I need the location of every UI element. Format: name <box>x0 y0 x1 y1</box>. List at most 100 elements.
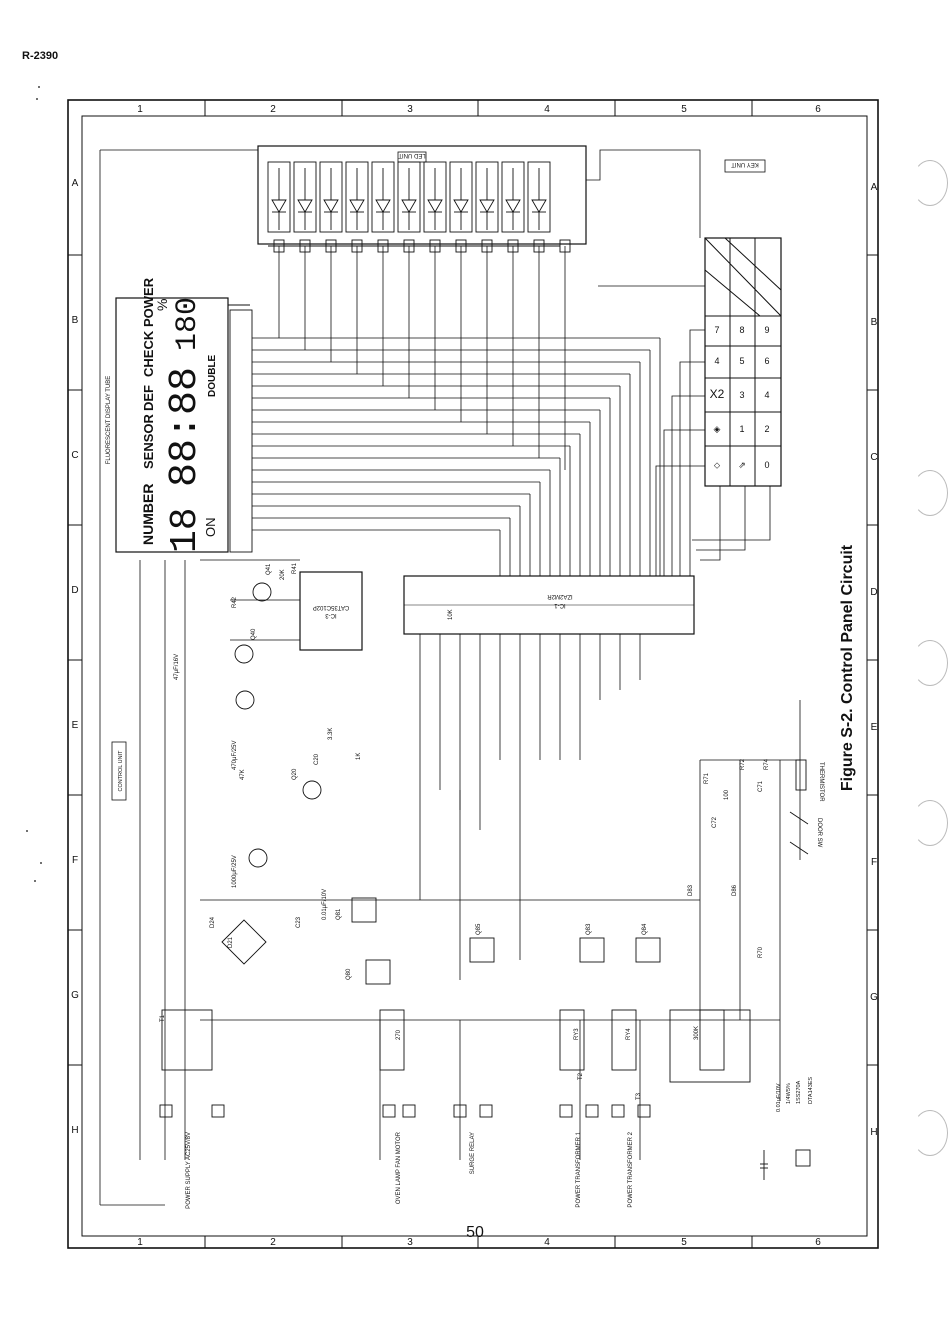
bridge-rectifier <box>221 919 267 965</box>
control-unit-title: CONTROL UNIT <box>118 750 124 792</box>
binder-hole <box>912 1110 948 1156</box>
col-label-bottom: 4 <box>544 1237 550 1248</box>
speck <box>36 98 38 100</box>
display-digits-main: 88:88 <box>163 367 208 487</box>
led-unit-title-box: LED UNIT <box>397 151 427 163</box>
label-val: 470μF/25V <box>232 741 238 770</box>
column-labels: 1 2 3 4 5 6 1 2 3 4 5 6 <box>137 104 821 1248</box>
row-label-left: B <box>72 315 79 326</box>
row-label-left: C <box>71 450 78 461</box>
door-switch-label: DOOR SW <box>816 818 822 848</box>
row-label-right: C <box>870 452 877 463</box>
led-cell <box>319 161 343 233</box>
label-q83: Q83 <box>586 923 592 935</box>
ic1-part: IZA2M2R <box>547 593 573 599</box>
terminal-oven-lamp: OVEN LAMP FAN MOTOR <box>396 1131 402 1204</box>
symbol-legend: 0.01μF/10V 1/4W5% 1SS270A DTA143ES <box>760 1077 814 1180</box>
row-labels: A B C D E F G H A B C D E F G H <box>71 178 878 1138</box>
terminal-power-supply: POWER SUPPLY AC25V/8V <box>186 1132 192 1209</box>
label-q80: Q80 <box>346 968 352 980</box>
display-word-number: NUMBER <box>140 484 156 545</box>
label-r41: R41 <box>292 562 298 574</box>
row-label-right: H <box>870 1127 877 1138</box>
svg-text:3: 3 <box>739 390 744 400</box>
label-val: 47K <box>240 769 246 780</box>
label-t3: T3 <box>636 1092 642 1100</box>
legend-transistor: DTA143ES <box>808 1077 814 1104</box>
label-ry4: RY4 <box>626 1028 632 1040</box>
display-word-sensor: SENSOR <box>141 413 156 469</box>
display-digits-left: 18 <box>164 507 207 553</box>
binder-hole <box>912 640 948 686</box>
legend-cap: 0.01μF/10V <box>776 1083 782 1112</box>
key-unit-title: KEY UNIT <box>731 161 759 167</box>
display-segments: NUMBER SENSOR DEF CHECK POWER 18 88:88 1… <box>140 277 218 553</box>
row-label-right: F <box>871 857 877 868</box>
display-word-on: ON <box>203 518 218 538</box>
col-label-top: 5 <box>681 104 687 115</box>
led-cell <box>449 161 473 233</box>
row-label-left: E <box>72 720 79 731</box>
led-cell <box>501 161 525 233</box>
label-t1: T1 <box>160 1014 166 1022</box>
label-val: 10K <box>448 609 454 620</box>
label-q85: Q85 <box>476 923 482 935</box>
terminal-blocks <box>159 1104 651 1118</box>
label-r70: R70 <box>758 946 764 958</box>
ic1-label: IC-1 <box>554 602 566 608</box>
svg-text:5: 5 <box>739 356 744 366</box>
model-number: R-2390 <box>22 50 59 62</box>
figure-caption: Figure S-2. Control Panel Circuit <box>839 544 856 791</box>
page-number: 50 <box>466 1224 484 1241</box>
led-cell <box>475 161 499 233</box>
row-label-left: D <box>71 585 78 596</box>
legend-resistor: 1/4W5% <box>786 1083 792 1104</box>
led-cell <box>423 161 447 233</box>
key-unit-title-box: KEY UNIT <box>724 159 766 173</box>
binder-hole <box>912 470 948 516</box>
fluorescent-display: FLUORESCENT DISPLAY TUBE NUMBER SENSOR D… <box>106 277 253 553</box>
thermistor-label: THERMISTOR <box>818 762 824 802</box>
led-cell <box>527 161 551 233</box>
col-label-top: 3 <box>407 104 413 115</box>
row-label-right: E <box>871 722 878 733</box>
transformer-t1 <box>161 1009 213 1071</box>
col-label-bottom: 2 <box>270 1237 276 1248</box>
label-q84: Q84 <box>642 923 648 935</box>
col-label-top: 2 <box>270 104 276 115</box>
row-label-left: A <box>72 178 79 189</box>
label-val: 1000μF/25V <box>232 855 238 888</box>
label-c23: C23 <box>296 916 302 928</box>
row-label-left: F <box>72 855 78 866</box>
thermistor-door <box>789 759 809 855</box>
svg-text:⇗: ⇗ <box>738 460 746 470</box>
label-d21: D21 <box>228 936 234 948</box>
col-label-bottom: 6 <box>815 1237 821 1248</box>
label-r72: R72 <box>740 758 746 770</box>
svg-text:8: 8 <box>739 325 744 335</box>
display-word-def: DEF <box>141 385 156 411</box>
label-q20: Q20 <box>292 768 298 780</box>
display-word-double: DOUBLE <box>207 354 218 397</box>
row-label-right: B <box>871 317 878 328</box>
svg-text:9: 9 <box>764 325 769 335</box>
col-label-top: 6 <box>815 104 821 115</box>
speck <box>40 862 42 864</box>
legend-zener: 1SS270A <box>796 1080 802 1104</box>
led-cell <box>371 161 395 233</box>
relays <box>379 1009 751 1083</box>
svg-text:◈: ◈ <box>714 424 721 434</box>
label-d24: D24 <box>210 916 216 928</box>
label-t2: T2 <box>578 1072 584 1080</box>
ic1-microcontroller <box>403 575 695 635</box>
label-q81: Q81 <box>336 908 342 920</box>
svg-text:2: 2 <box>764 424 769 434</box>
ic3-eeprom <box>299 571 363 651</box>
svg-text:1: 1 <box>739 424 744 434</box>
led-connector <box>268 239 571 253</box>
label-ry3: RY3 <box>574 1028 580 1040</box>
led-cell <box>267 161 291 233</box>
label-val: 270 <box>396 1029 402 1040</box>
label-val: 3.3K <box>328 728 334 740</box>
